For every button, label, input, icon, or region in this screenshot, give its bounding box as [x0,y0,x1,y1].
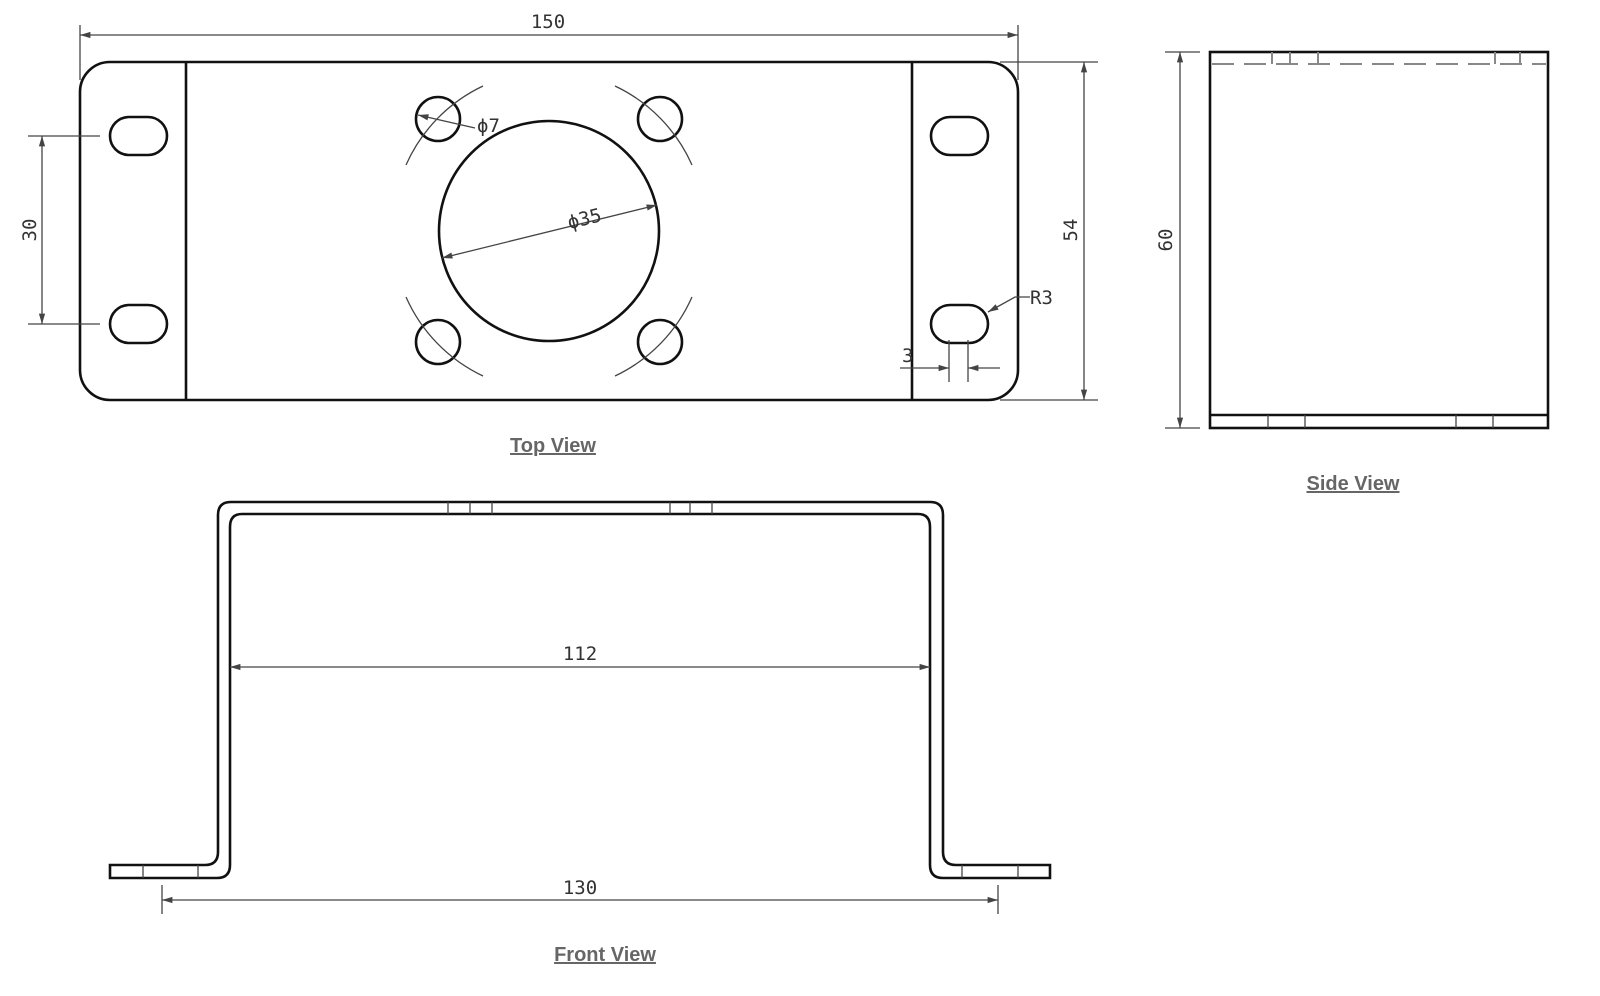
dim-150: 150 [531,11,565,33]
front-view-label: Front View [554,944,656,966]
slot [108,115,169,157]
dim-r3: R3 [1030,287,1053,309]
bracket-profile [108,500,1052,880]
dim-phi7: ϕ7 [477,115,500,137]
dim-60: 60 [1155,229,1177,252]
top-view: 150 30 54 ϕ7 ϕ35 R3 3 Top View [19,11,1098,457]
dim-30: 30 [19,219,41,242]
front-view: 112 130 Front View [108,500,1052,966]
top-view-label: Top View [510,435,596,457]
bolt-circle-arcs [405,85,693,377]
mount-hole [414,95,462,143]
dim-130: 130 [563,877,597,899]
side-outline [1208,50,1550,430]
side-view-label: Side View [1306,473,1399,495]
dim-3: 3 [902,345,913,367]
side-view: 60 Side View [1155,50,1550,495]
center-hole [437,119,661,343]
dim-112: 112 [563,643,597,665]
dim-54: 54 [1060,219,1082,242]
mount-hole [414,318,462,366]
mount-hole [636,318,684,366]
dim-phi35: ϕ35 [565,204,604,234]
slot [108,303,169,345]
mount-hole [636,95,684,143]
slot [929,303,990,345]
plate-outline [78,60,1020,402]
slot [929,115,990,157]
